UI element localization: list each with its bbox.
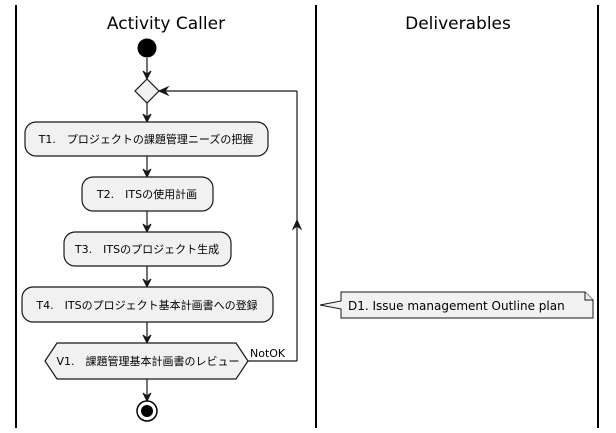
- activity-t4-label: T4. ITSのプロジェクト基本計画書への登録: [35, 298, 257, 312]
- note-d1: [319, 291, 594, 319]
- arrowhead: [142, 113, 152, 124]
- decision-v1: [44, 342, 249, 380]
- decision-v1-label: V1. 課題管理基本計画書のレビュー: [56, 354, 239, 368]
- end-node-inner: [141, 405, 153, 417]
- lane-title-activity-caller: Activity Caller: [107, 14, 225, 34]
- note-d1-fold: [584, 292, 593, 301]
- arrowhead: [142, 168, 152, 179]
- guard-label-notok: NotOK: [250, 347, 286, 360]
- note-d1-text: D1. Issue management Outline plan: [348, 299, 565, 313]
- start-node: [137, 38, 157, 58]
- loop-arrowhead-left: [157, 85, 170, 97]
- activity-t2-label: T2. ITSの使用計画: [96, 187, 197, 201]
- activity-t1-label: T1. プロジェクトの課題管理ニーズの把握: [38, 132, 254, 146]
- arrowhead: [142, 278, 152, 289]
- lane-title-deliverables: Deliverables: [405, 14, 511, 34]
- merge-diamond: [134, 78, 160, 104]
- arrowhead: [142, 392, 152, 403]
- activity-t3-label: T3. ITSのプロジェクト生成: [74, 242, 219, 256]
- loop-arrowhead-up: [291, 218, 303, 231]
- arrowhead: [142, 334, 152, 345]
- arrowhead: [142, 223, 152, 234]
- arrowhead: [142, 70, 152, 81]
